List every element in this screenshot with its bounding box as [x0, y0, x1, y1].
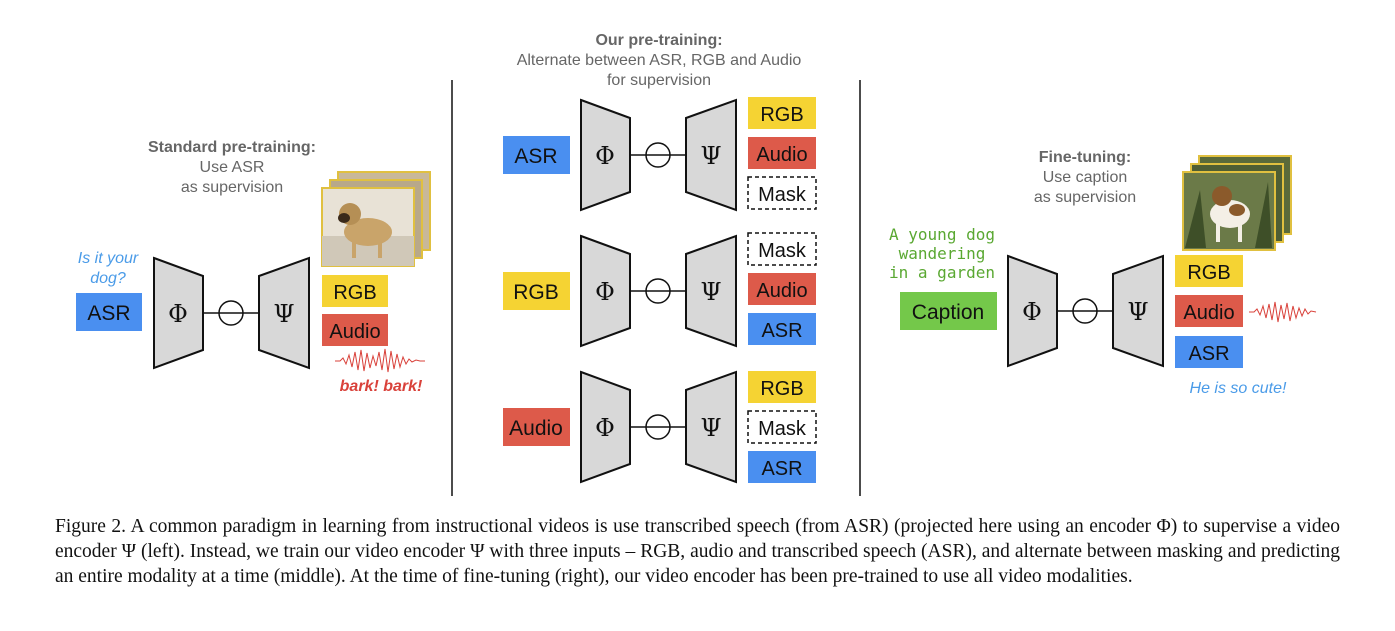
right-caption-input-label: Caption — [912, 301, 984, 324]
right-audio-label: Audio — [1183, 302, 1234, 324]
left-asr-input-box — [76, 293, 142, 331]
row3-out3-box — [748, 451, 816, 483]
figure-caption: Figure 2. A common paradigm in learning … — [55, 516, 1340, 587]
right-video-encoder-psi — [1112, 254, 1164, 368]
left-video-encoder-psi — [258, 256, 310, 370]
row1-out1-label: RGB — [760, 104, 803, 126]
left-encoder-symbol: Φ — [168, 300, 188, 328]
right-encoder-phi — [1007, 254, 1058, 368]
row3-encoder-symbol: Φ — [595, 414, 615, 442]
middle-row-asr: ASR Φ Ψ RGB Audio Mask — [503, 97, 817, 212]
left-asr-input-label: ASR — [87, 302, 130, 325]
pug-image-stack — [321, 171, 431, 267]
row1-out3-label: Mask — [758, 184, 807, 206]
middle-subtitle-1: Alternate between ASR, RGB and Audio — [517, 52, 802, 69]
row1-out2-label: Audio — [756, 144, 807, 166]
row3-encoder-phi — [580, 370, 631, 484]
row1-out3-box — [747, 176, 817, 210]
right-video-encoder-symbol: Ψ — [1127, 298, 1148, 326]
middle-title: Our pre-training: — [595, 32, 722, 49]
row1-encoder-phi — [580, 98, 631, 212]
row3-out1-label: RGB — [760, 378, 803, 400]
our-pretraining-panel: Our pre-training: Alternate between ASR,… — [503, 32, 817, 484]
left-rgb-label: RGB — [333, 282, 376, 304]
dog-image-stack — [1182, 155, 1292, 251]
row1-encoder-symbol: Φ — [595, 142, 615, 170]
row1-video-encoder-psi — [685, 98, 737, 212]
right-audio-box — [1175, 295, 1243, 327]
row1-input-box — [503, 136, 570, 174]
finetuning-panel: Fine-tuning: Use caption as supervision … — [889, 149, 1317, 397]
left-audio-label: Audio — [329, 321, 380, 343]
row2-out3-label: ASR — [761, 320, 802, 342]
right-subtitle-1: Use caption — [1043, 169, 1128, 186]
row2-video-encoder-symbol: Ψ — [700, 278, 721, 306]
figure-diagram: Standard pre-training: Use ASR as superv… — [76, 32, 1317, 496]
right-quote: He is so cute! — [1190, 380, 1287, 397]
row2-input-box — [503, 272, 570, 310]
row2-encoder-phi — [580, 234, 631, 348]
left-encoder-phi — [153, 256, 204, 370]
row3-out2-box — [747, 410, 817, 444]
right-title: Fine-tuning: — [1039, 149, 1131, 166]
middle-subtitle-2: for supervision — [607, 72, 711, 89]
right-encoder-symbol: Φ — [1022, 298, 1042, 326]
left-subtitle-2: as supervision — [181, 179, 283, 196]
right-audio-waveform — [1249, 301, 1317, 323]
row3-video-encoder-psi — [685, 370, 737, 484]
right-caption-input-box — [900, 292, 997, 330]
row2-out2-box — [748, 273, 816, 305]
row1-input-label: ASR — [514, 145, 557, 168]
row2-encoder-symbol: Φ — [595, 278, 615, 306]
right-rgb-label: RGB — [1187, 262, 1230, 284]
standard-pretraining-panel: Standard pre-training: Use ASR as superv… — [76, 139, 431, 395]
row1-out2-box — [748, 137, 816, 169]
row2-out1-box — [747, 232, 817, 266]
row3-video-encoder-symbol: Ψ — [700, 414, 721, 442]
row3-input-label: Audio — [509, 417, 563, 440]
left-sound-text: bark! bark! — [340, 378, 423, 395]
right-subtitle-2: as supervision — [1034, 189, 1136, 206]
left-title: Standard pre-training: — [148, 139, 316, 156]
row2-input-label: RGB — [513, 281, 559, 304]
row3-out3-label: ASR — [761, 458, 802, 480]
right-asr-box — [1175, 336, 1243, 368]
middle-row-rgb: RGB Φ Ψ Mask Audio ASR — [503, 232, 817, 348]
row1-video-encoder-symbol: Ψ — [700, 142, 721, 170]
left-video-encoder-symbol: Ψ — [273, 300, 294, 328]
row3-input-box — [503, 408, 570, 446]
right-caption-text-2: wandering — [899, 244, 986, 263]
row2-out3-box — [748, 313, 816, 345]
left-quote-line-1: Is it your — [78, 250, 139, 267]
right-asr-label: ASR — [1188, 343, 1229, 365]
row3-out2-label: Mask — [758, 418, 807, 440]
row3-out1-box — [748, 371, 816, 403]
left-rgb-box — [322, 275, 388, 307]
right-caption-text-3: in a garden — [889, 263, 995, 282]
left-quote-line-2: dog? — [90, 270, 126, 287]
left-audio-waveform — [335, 348, 425, 373]
row2-video-encoder-psi — [685, 234, 737, 348]
row1-out1-box — [748, 97, 816, 129]
row2-out1-label: Mask — [758, 240, 807, 262]
right-caption-text-1: A young dog — [889, 225, 995, 244]
left-subtitle-1: Use ASR — [200, 159, 265, 176]
left-audio-box — [322, 314, 388, 346]
middle-row-audio: Audio Φ Ψ RGB Mask ASR — [503, 370, 817, 484]
right-rgb-box — [1175, 255, 1243, 287]
row2-out2-label: Audio — [756, 280, 807, 302]
